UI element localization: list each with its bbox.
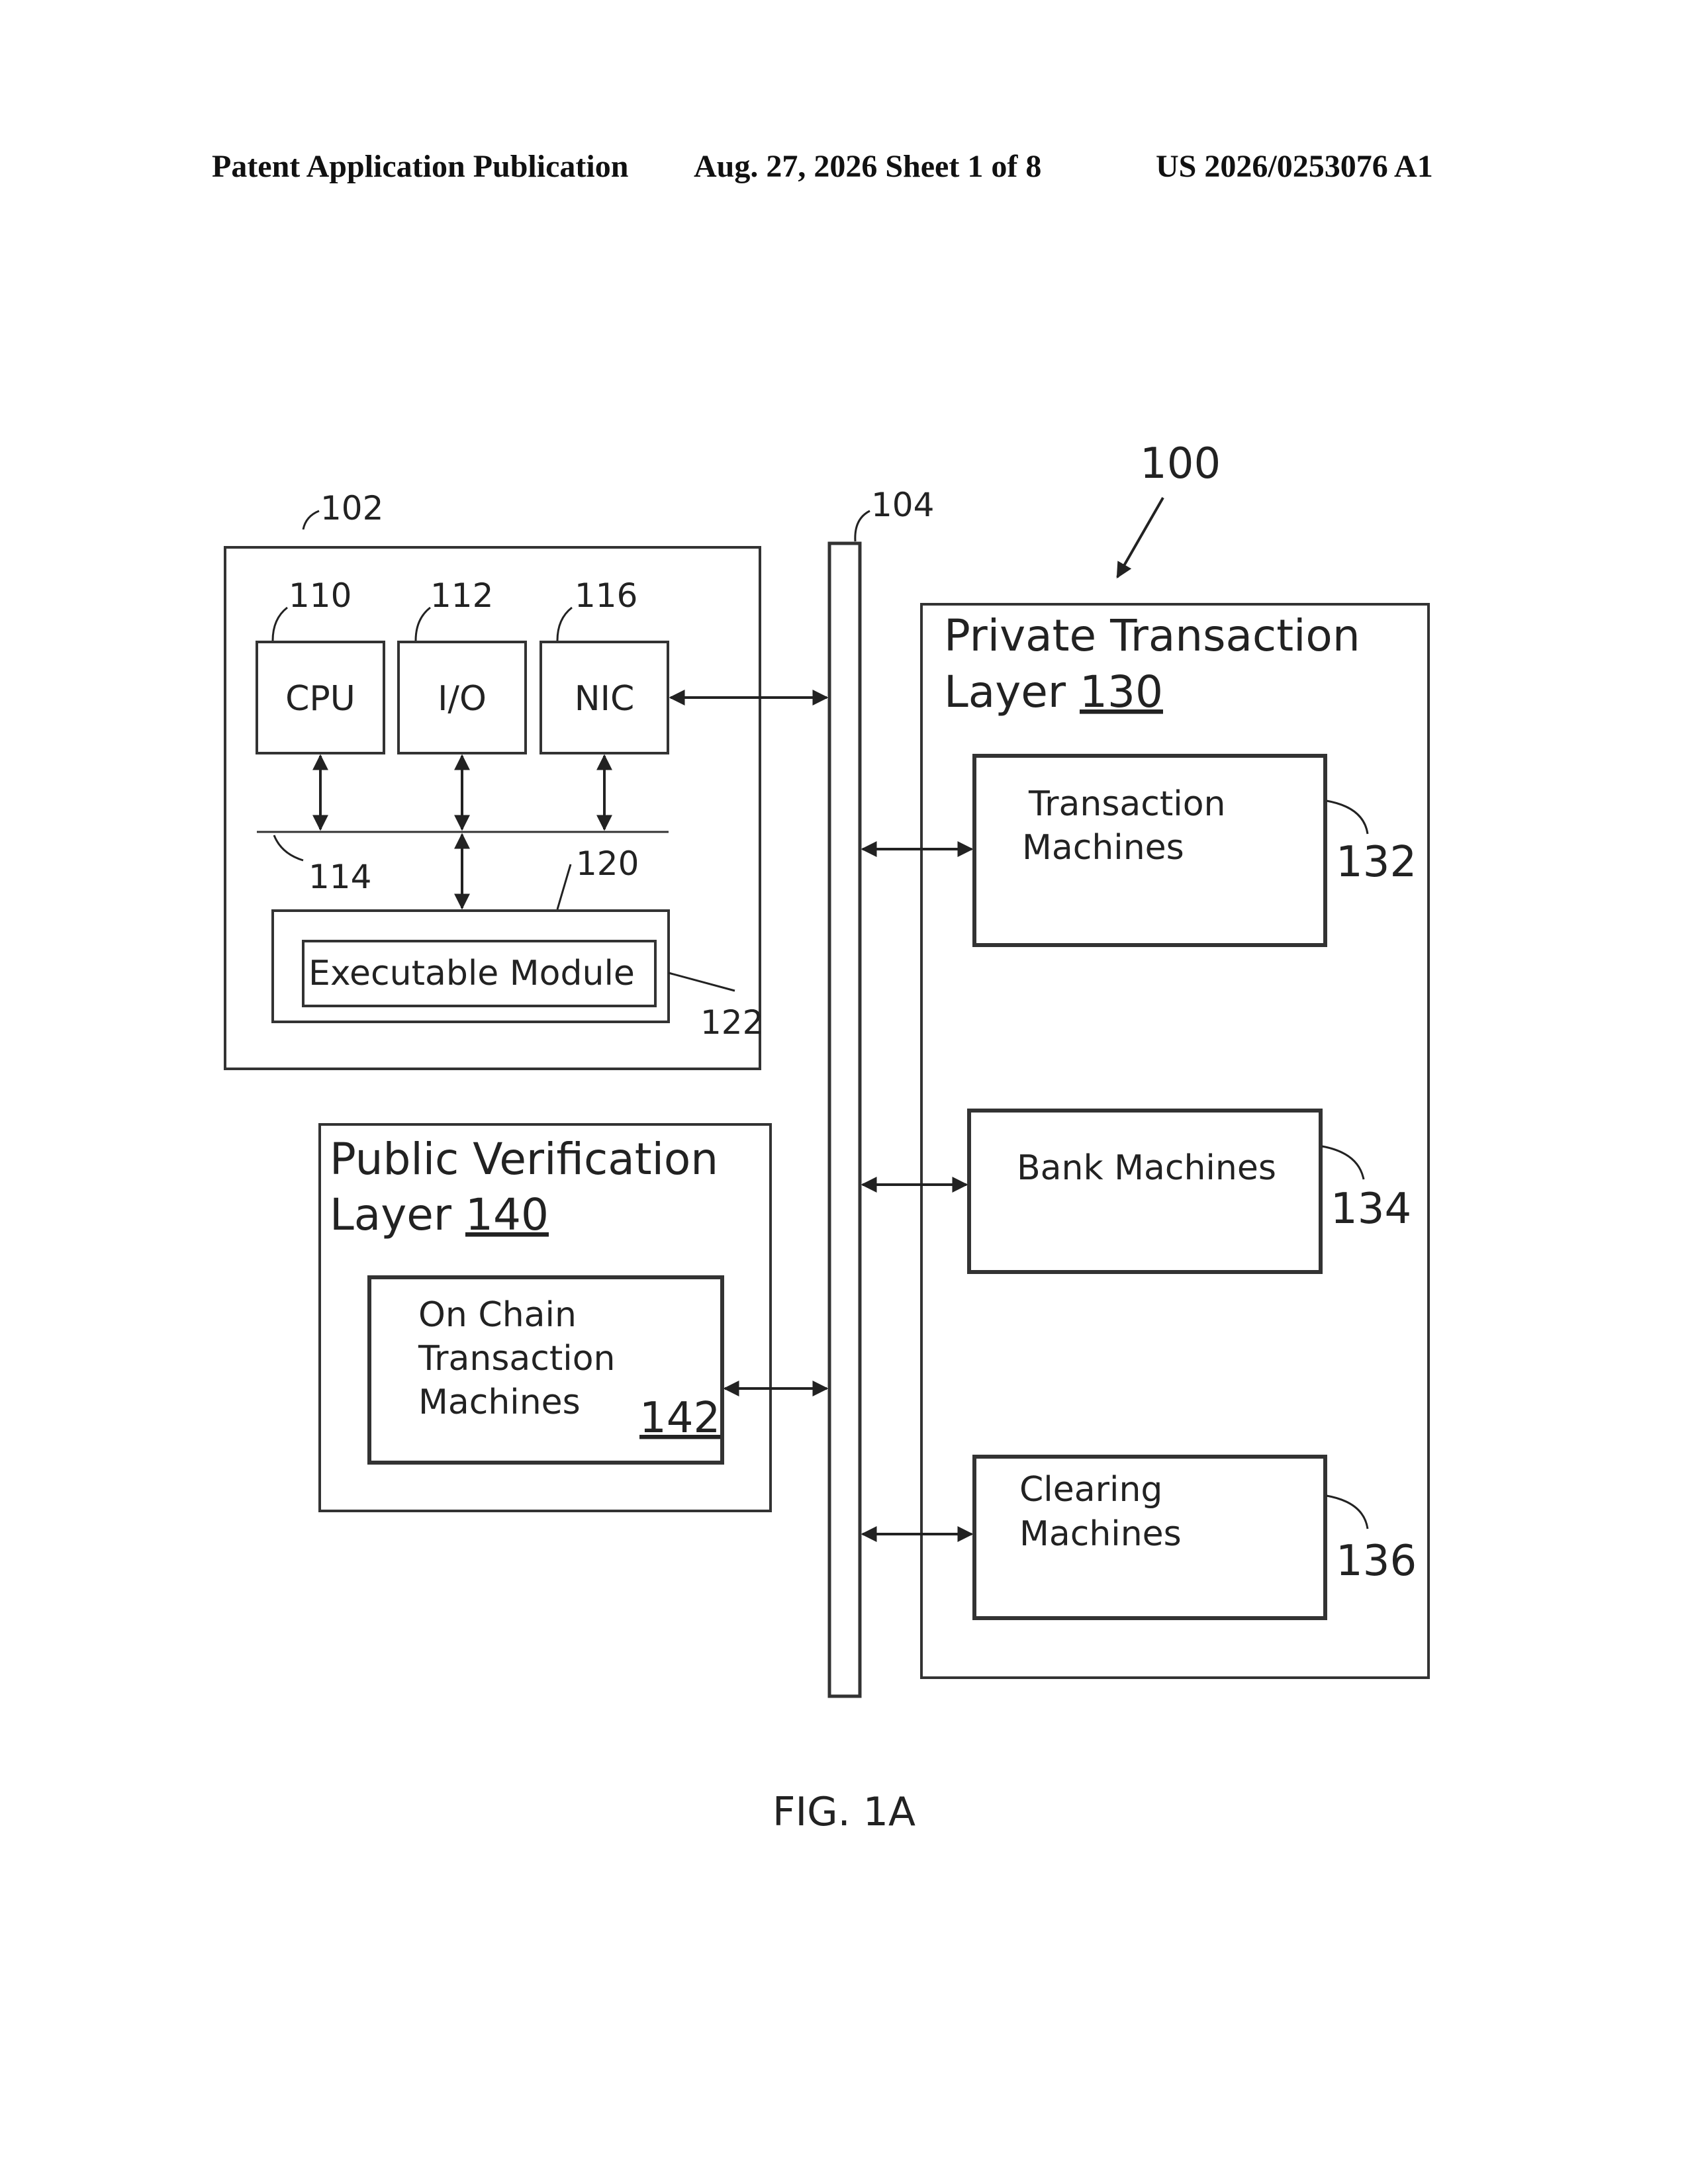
cpu-label: CPU [285,679,355,719]
bank-machines-box [969,1111,1321,1272]
ref-104: 104 [871,486,934,524]
on-chain-label-line3: Machines [418,1383,581,1422]
leader-102 [303,511,319,529]
leader-110 [273,608,287,641]
io-label: I/O [438,679,487,719]
leader-134 [1322,1146,1364,1179]
ref-142: 142 [639,1394,720,1443]
leader-120 [557,864,571,909]
leader-104 [855,511,870,541]
system-ref-arrow [1117,498,1163,577]
figure-label: FIG. 1A [773,1789,915,1835]
private-layer-title-line2: Layer 130 [944,666,1163,717]
ref-132: 132 [1336,838,1417,887]
executable-module-label: Executable Module [308,954,635,993]
ref-136: 136 [1336,1537,1417,1586]
transaction-machines-label-line2: Machines [1022,828,1184,868]
clearing-machines-label-line1: Clearing [1019,1470,1162,1510]
on-chain-label-line1: On Chain [418,1295,577,1335]
public-layer-title-line2: Layer 140 [330,1189,549,1240]
private-layer-title-line1: Private Transaction [944,610,1360,661]
leader-114 [274,835,303,860]
leader-132 [1327,801,1368,834]
network-bus [829,543,860,1696]
nic-label: NIC [575,679,635,719]
ref-130: 130 [1080,666,1163,717]
on-chain-label-line2: Transaction [418,1339,615,1379]
ref-116: 116 [575,576,637,615]
ref-112: 112 [430,576,493,615]
ref-120: 120 [576,844,639,883]
leader-116 [557,608,572,641]
leader-112 [416,608,430,641]
ref-102: 102 [320,489,383,527]
ref-122: 122 [700,1003,763,1042]
ref-140: 140 [465,1189,549,1240]
public-layer-title-line1: Public Verification [330,1134,718,1185]
ref-110: 110 [289,576,352,615]
leader-122 [669,973,735,991]
ref-100: 100 [1140,439,1221,488]
clearing-machines-label-line2: Machines [1019,1514,1182,1554]
transaction-machines-label-line1: Transaction [1028,784,1225,824]
ref-134: 134 [1331,1185,1411,1234]
ref-114: 114 [308,858,371,896]
bank-machines-label: Bank Machines [1017,1148,1276,1188]
leader-136 [1327,1496,1368,1529]
